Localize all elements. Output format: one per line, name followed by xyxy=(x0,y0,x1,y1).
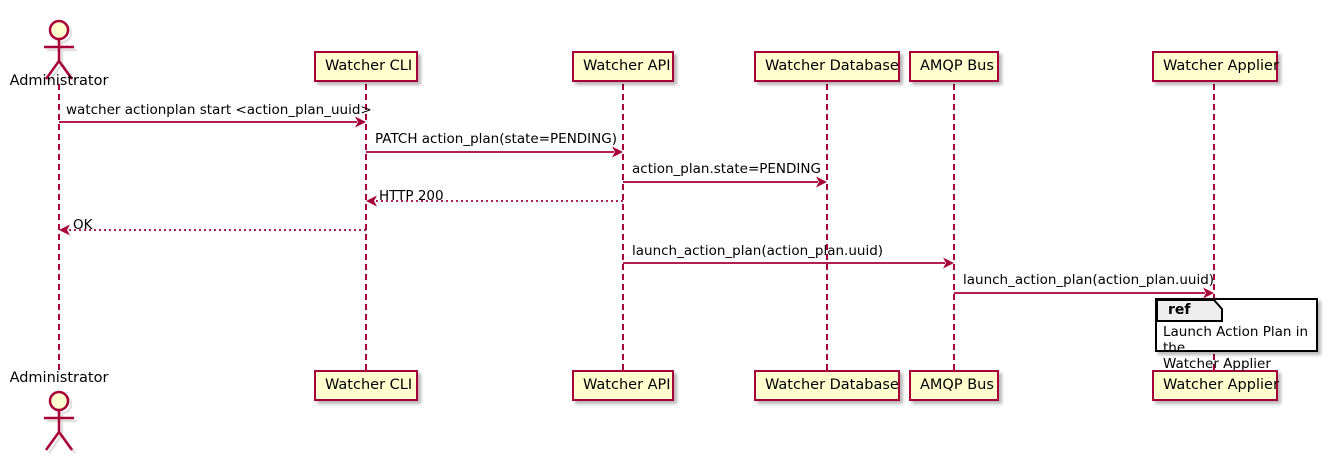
message-label-m5: OK xyxy=(73,217,93,233)
message-arrowhead-m2 xyxy=(612,146,623,158)
participant-label-administrator: Administrator xyxy=(9,73,109,89)
message-label-m6: launch_action_plan(action_plan.uuid) xyxy=(632,243,884,259)
participant-box-watcher-cli[interactable]: Watcher CLI xyxy=(314,51,418,82)
message-label-m1: watcher actionplan start <action_plan_uu… xyxy=(66,102,372,118)
participant-label-administrator: Administrator xyxy=(9,370,109,386)
participant-box-watcher-applier[interactable]: Watcher Applier xyxy=(1152,51,1279,82)
participant-box-watcher-applier[interactable]: Watcher Applier xyxy=(1152,370,1279,401)
message-label-m2: PATCH action_plan(state=PENDING) xyxy=(375,131,617,147)
ref-fragment-tab-label: ref xyxy=(1168,302,1191,318)
message-label-m4: HTTP 200 xyxy=(379,188,444,204)
lifeline-watcher-api xyxy=(622,84,624,370)
lifeline-watcher-cli xyxy=(365,84,367,370)
message-arrowhead-m6 xyxy=(943,257,954,269)
message-label-m3: action_plan.state=PENDING xyxy=(632,161,821,177)
message-label-m7: launch_action_plan(action_plan.uuid) xyxy=(963,272,1215,288)
ref-tab-shape xyxy=(1157,300,1223,322)
participant-box-watcher-cli[interactable]: Watcher CLI xyxy=(314,370,418,401)
participant-box-watcher-database[interactable]: Watcher Database xyxy=(754,51,900,82)
message-arrowhead-m1 xyxy=(355,116,366,128)
lifeline-watcher-database xyxy=(826,84,828,370)
actor-figure-administrator xyxy=(44,19,77,83)
message-arrowhead-m3 xyxy=(816,176,827,188)
message-arrowhead-m7 xyxy=(1203,287,1214,299)
lifeline-watcher-applier xyxy=(1213,84,1215,370)
participant-box-watcher-api[interactable]: Watcher API xyxy=(572,370,674,401)
lifeline-administrator xyxy=(58,84,60,370)
message-arrowhead-m4 xyxy=(366,195,377,207)
participant-box-amqp-bus[interactable]: AMQP Bus xyxy=(909,370,999,401)
participant-box-amqp-bus[interactable]: AMQP Bus xyxy=(909,51,999,82)
actor-figure-administrator xyxy=(44,390,77,454)
ref-fragment[interactable]: ref Launch Action Plan in the Watcher Ap… xyxy=(1155,298,1318,372)
message-arrowhead-m5 xyxy=(59,224,70,236)
participant-box-watcher-database[interactable]: Watcher Database xyxy=(754,370,900,401)
participant-box-watcher-api[interactable]: Watcher API xyxy=(572,51,674,82)
lifeline-amqp-bus xyxy=(953,84,955,370)
ref-fragment-text: Launch Action Plan in the Watcher Applie… xyxy=(1163,324,1309,372)
